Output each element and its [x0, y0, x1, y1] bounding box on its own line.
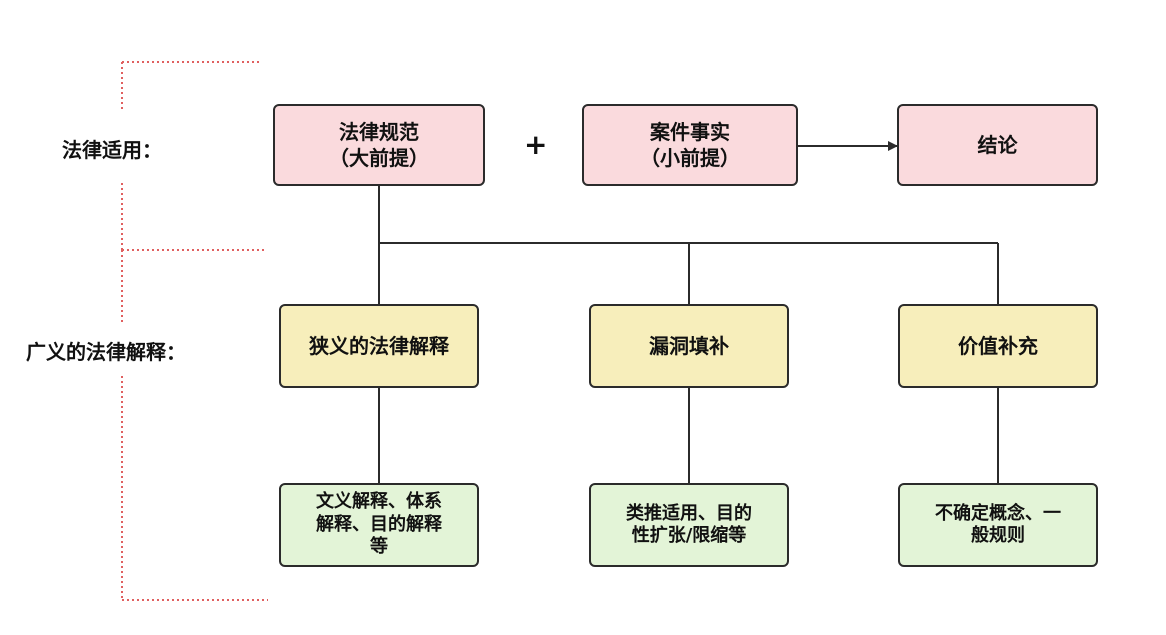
- node-major-premise: 法律规范 （大前提）: [273, 104, 485, 186]
- node-value-supplement: 价值补充: [898, 304, 1098, 388]
- node-gap-methods: 类推适用、目的 性扩张/限缩等: [589, 483, 789, 567]
- node-narrow-interpretation: 狭义的法律解释: [279, 304, 479, 388]
- label-legal-application: 法律适用：: [62, 138, 162, 162]
- node-minor-premise: 案件事实 （小前提）: [582, 104, 798, 186]
- node-conclusion: 结论: [897, 104, 1098, 186]
- node-gap-filling: 漏洞填补: [589, 304, 789, 388]
- tree-connectors: [378, 186, 999, 483]
- plus-operator: +: [524, 128, 548, 161]
- label-broad-interpretation: 广义的法律解释：: [26, 340, 186, 364]
- bracket-broad-interpretation: [121, 249, 268, 601]
- node-narrow-methods: 文义解释、体系 解释、目的解释 等: [279, 483, 479, 567]
- bracket-legal-application: [121, 61, 262, 250]
- node-value-methods: 不确定概念、一 般规则: [898, 483, 1098, 567]
